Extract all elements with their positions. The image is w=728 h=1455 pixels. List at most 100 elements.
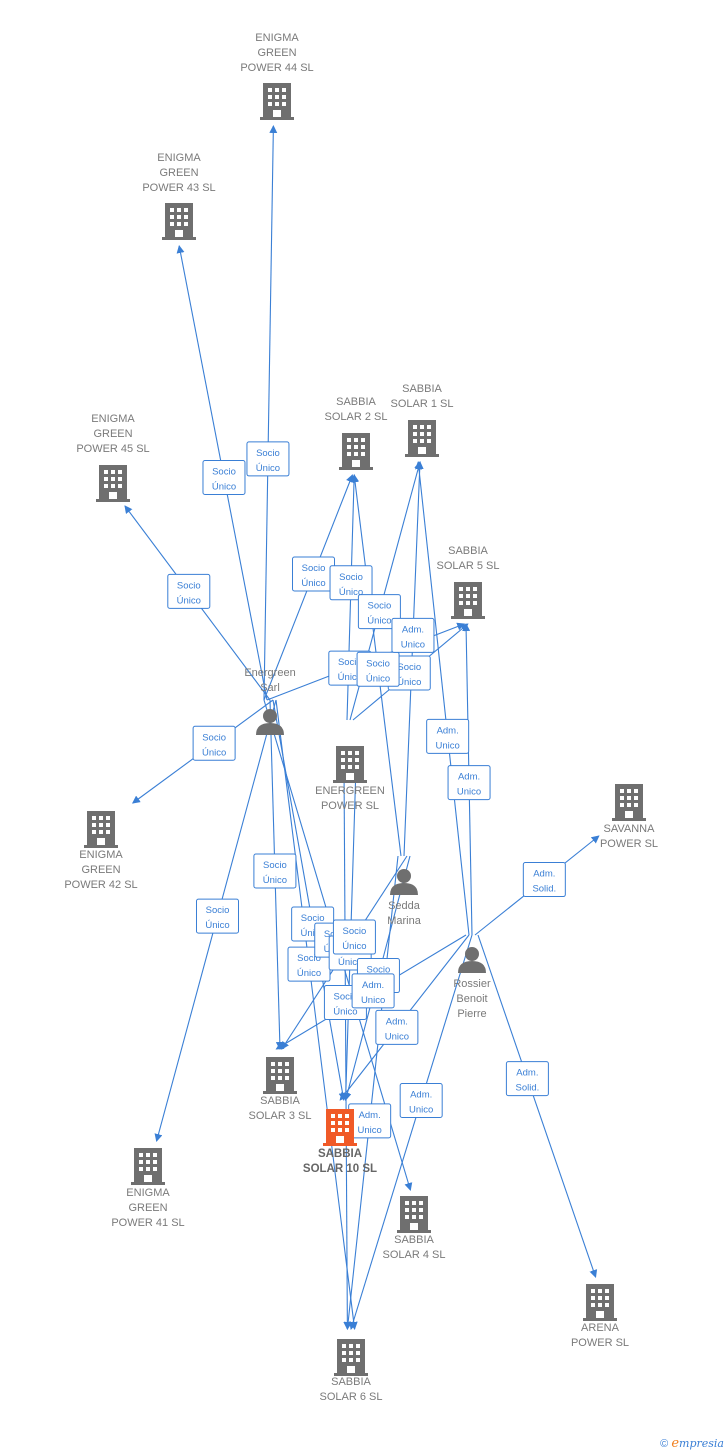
building-icon — [131, 1148, 165, 1185]
relation-label-text: Único — [301, 578, 325, 589]
relation-label-box — [357, 594, 401, 630]
edge-ros-are — [477, 934, 598, 1278]
building-icon — [162, 203, 196, 240]
relation-label[interactable]: Adm.Unico — [391, 617, 435, 653]
footer-brand[interactable]: © empresia — [660, 1436, 724, 1451]
brand-name: mpresia — [679, 1437, 724, 1450]
node-label: SOLAR 6 SL — [320, 1391, 383, 1403]
relation-label-box — [375, 1009, 419, 1045]
relation-label-text: Socio — [368, 601, 392, 612]
relation-label-text: Socio — [297, 953, 321, 964]
node-label: SOLAR 2 SL — [325, 411, 388, 423]
relation-label-box — [351, 973, 395, 1009]
node-label: Marina — [387, 915, 422, 927]
node-label: POWER SL — [600, 838, 658, 850]
node-label: ARENA — [581, 1322, 620, 1334]
relation-label-text: Adm. — [516, 1068, 538, 1079]
relation-label[interactable]: Adm. Unico — [426, 718, 470, 754]
relation-label-box — [192, 725, 236, 761]
node-label: Pierre — [457, 1008, 486, 1020]
edge-sed-ss6 — [344, 855, 399, 1330]
relation-label-text: Único — [342, 941, 366, 952]
relation-label-text: Unico — [457, 787, 481, 798]
node-label: GREEN — [159, 167, 198, 179]
node-label: POWER 42 SL — [64, 879, 137, 891]
node-are[interactable]: ARENA POWER SL — [571, 1284, 629, 1349]
building-icon — [96, 465, 130, 502]
relation-label-text: Único — [256, 463, 280, 474]
relation-label-text: Socio — [338, 657, 362, 668]
relation-label-text: Socio — [263, 860, 287, 871]
relation-label[interactable]: Adm. Solid. — [505, 1061, 549, 1097]
relation-label-text: Solid. — [516, 1083, 540, 1094]
relation-label[interactable]: Adm.Unico — [348, 1103, 392, 1139]
relation-label-text: Unico — [409, 1104, 433, 1115]
relation-label-text: Socio — [334, 991, 358, 1002]
relation-label-text: Socio — [366, 658, 390, 669]
relation-label-text: Unico — [436, 740, 460, 751]
node-label: SOLAR 4 SL — [383, 1249, 446, 1261]
building-icon — [263, 1057, 297, 1094]
relation-label-box — [399, 1082, 443, 1118]
relation-label[interactable]: Adm.Solid. — [522, 862, 566, 898]
node-label: POWER SL — [321, 800, 379, 812]
node-label: SABBIA — [402, 383, 442, 395]
node-label: SABBIA — [448, 545, 488, 557]
edge-ros-ss6 — [349, 934, 473, 1330]
relation-label-box — [391, 617, 435, 653]
relation-label-text: Adm. — [437, 725, 459, 736]
relation-labels-layer: SocioÚnicoSocioÚnicoSocioÚnicoSocioÚnico… — [167, 441, 566, 1139]
node-label: POWER 41 SL — [111, 1217, 184, 1229]
relation-label-text: Socio — [206, 905, 230, 916]
relation-label-box — [522, 862, 566, 898]
relation-label-text: Socio — [202, 732, 226, 743]
relation-label[interactable]: Adm.Unico — [399, 1082, 443, 1118]
relation-label-text: Adm. — [533, 869, 555, 880]
relation-label-text: Unico — [385, 1031, 409, 1042]
relation-label[interactable]: Adm.Unico — [351, 973, 395, 1009]
node-label: SABBIA — [318, 1148, 362, 1160]
node-label: Energreen — [244, 667, 295, 679]
relation-label-text: Socio — [339, 572, 363, 583]
relation-label[interactable]: Adm.Unico — [375, 1009, 419, 1045]
relation-label-text: Único — [397, 677, 421, 688]
relation-label-box — [167, 573, 211, 609]
building-icon — [339, 433, 373, 470]
brand-e-logo: e — [671, 1436, 680, 1451]
node-label: POWER SL — [571, 1337, 629, 1349]
node-label: ENIGMA — [157, 152, 201, 164]
relation-label-text: Único — [205, 920, 229, 931]
edge-ene-eg44 — [263, 125, 278, 701]
node-label: ENIGMA — [126, 1187, 170, 1199]
building-icon — [323, 1109, 357, 1146]
relation-label[interactable]: Adm.Unico — [447, 765, 491, 801]
